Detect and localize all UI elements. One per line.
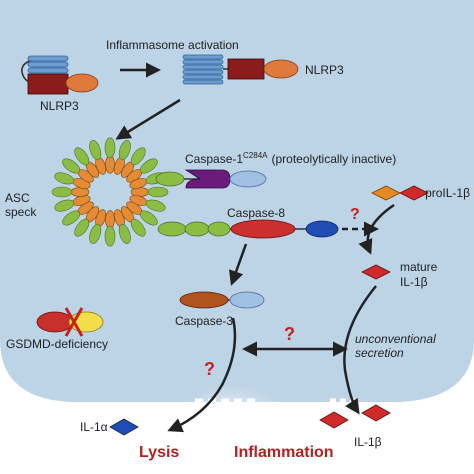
caspase1-small-subunit: [229, 170, 267, 188]
nlrp3-active-nacht-domain: [227, 58, 265, 80]
question-mark-lysis: ?: [204, 359, 215, 379]
asc-card-petal: [62, 158, 81, 174]
proil1b-label: proIL-1β: [425, 186, 470, 200]
secreted-il1b-1: [319, 411, 349, 429]
proil1b-mature-domain: [399, 185, 429, 201]
asc-card-petal: [130, 147, 146, 166]
nlrp3-lrr-domain: [27, 55, 69, 74]
gsdmd-n-terminal: [36, 311, 74, 333]
nlrp3-pyd-domain: [65, 73, 99, 93]
nlrp3-active-label: NLRP3: [305, 63, 344, 77]
caspase8-dd1: [157, 221, 187, 237]
unconventional-secretion-label-line2: secretion: [355, 346, 404, 360]
asc-card-petal: [62, 210, 81, 226]
mature-il1b-label-line2: IL-1β: [400, 275, 428, 289]
nlrp3-active-pyd-domain: [263, 59, 299, 79]
caspase1-molecule: [155, 169, 267, 189]
nlrp3-active-lrr-domain: [182, 54, 224, 85]
nlrp3-to-speck-arrow: [115, 98, 181, 140]
caspase1-superscript: C284A: [243, 151, 268, 160]
gsdmd-deficiency-label: GSDMD-deficiency: [6, 337, 108, 351]
il1a-label: IL-1α: [80, 420, 108, 434]
asc-card-petal: [54, 172, 75, 185]
asc-card-petal: [89, 140, 102, 160]
proil1b-molecule: [371, 185, 429, 201]
caspase8-label: Caspase-8: [227, 206, 285, 220]
gsdmd-cross-icon: [64, 307, 84, 337]
asc-card-petal: [74, 218, 90, 237]
secreted-il1b-label: IL-1β: [354, 435, 382, 449]
nlrp3-inactive: [21, 55, 99, 95]
question-mark-caspase8-proil: ?: [350, 206, 360, 223]
inflammation-label: Inflammation: [234, 444, 334, 461]
proil-to-mature-arrow: [358, 203, 395, 255]
asc-speck-label-line1: ASC: [5, 191, 30, 205]
asc-card-petal: [104, 137, 116, 159]
caspase1-card: [155, 171, 185, 187]
caspase3-molecule: [179, 291, 265, 309]
caspase8-large-subunit: [230, 219, 296, 239]
asc-card-petal: [118, 140, 131, 160]
mature-il1b-label-line1: mature: [400, 260, 438, 274]
secreted-il1b-molecules: [319, 404, 391, 429]
caspase3-small-subunit: [229, 291, 265, 309]
nlrp3-nacht-domain: [27, 73, 69, 95]
caspase1-catalytic-domain: [184, 169, 231, 189]
nlrp3-inactive-label: NLRP3: [40, 99, 79, 113]
asc-card-petal: [139, 158, 158, 174]
asc-card-petal: [51, 186, 73, 198]
asc-speck: [51, 137, 169, 247]
caspase8-to-caspase3-arrow: [228, 243, 248, 286]
question-mark-bidirectional: ?: [284, 324, 295, 344]
caspase8-ded1: [184, 221, 210, 237]
lysis-label: Lysis: [139, 444, 179, 461]
asc-card-petal: [139, 210, 158, 226]
asc-card-petal: [145, 199, 166, 212]
asc-card-petal: [54, 199, 75, 212]
il1a-molecule: [109, 418, 139, 436]
unconventional-secretion-label-line1: unconventional: [355, 332, 436, 346]
caspase8-molecule: [157, 219, 339, 239]
caspase1-label-text: Caspase-1: [185, 152, 243, 166]
asc-pyd-petal: [130, 187, 150, 197]
caspase1-note: (proteolytically inactive): [272, 152, 397, 166]
pore-glow: [172, 375, 292, 465]
asc-pyd-petal: [70, 187, 90, 197]
asc-card-petal: [74, 147, 90, 166]
secreted-il1b-2: [361, 404, 391, 422]
caspase3-label: Caspase-3: [175, 314, 233, 328]
cell-body: [0, 0, 474, 402]
asc-card-petal: [104, 225, 116, 247]
asc-card-petal: [118, 224, 131, 244]
caspase3-large-subunit: [179, 291, 229, 309]
asc-card-petal: [147, 186, 169, 198]
caspase8-ded2: [207, 221, 231, 237]
asc-card-petal: [89, 224, 102, 244]
caspase1-label: Caspase-1C284A (proteolytically inactive): [185, 151, 396, 166]
asc-speck-label-line2: speck: [5, 205, 37, 219]
mature-il1b-molecule: [361, 264, 391, 280]
caspase3-to-lysis-arrow: [167, 317, 237, 433]
nlrp3-active: [182, 54, 299, 85]
caspase8-small-subunit: [305, 220, 339, 238]
asc-card-petal: [130, 218, 146, 237]
unconventional-secretion-arrow: [343, 285, 377, 415]
gsdmd-molecule: [36, 307, 104, 337]
inflammasome-activation-label: Inflammasome activation: [106, 38, 239, 52]
